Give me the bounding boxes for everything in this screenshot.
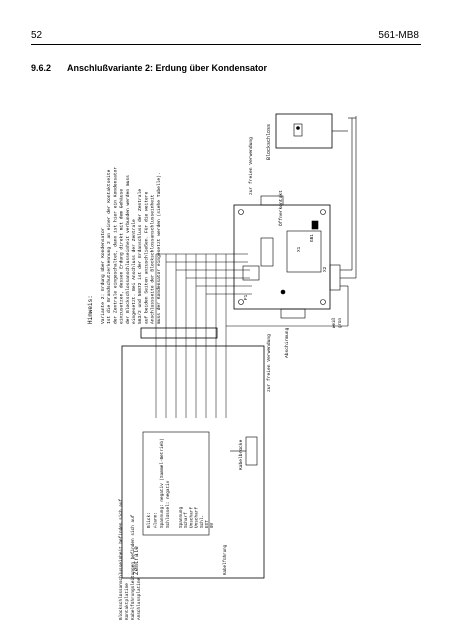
board-top-connector [260, 195, 284, 206]
board-screw-2 [238, 299, 244, 305]
zur-freien-bottom-label: zur freien Verwendung [266, 334, 272, 392]
blockschloss-keyhole [296, 126, 300, 130]
zentrale-line: Schlüssel: negativ [166, 480, 171, 528]
board-capacitor [311, 220, 319, 230]
zentrale-line: Spannung: negativ (Sammel-Betrieb) [160, 438, 165, 528]
board-mark-x2: X2 [323, 266, 328, 272]
footnote-line: Kontaktplatine [125, 583, 130, 620]
kabelbruecke-connector [245, 436, 258, 466]
zentrale-term: 0V [210, 522, 215, 528]
zentrale-term: Unscharf [189, 507, 194, 528]
board-screw-1 [238, 209, 244, 215]
cable-sleeve [140, 327, 218, 339]
section-heading: 9.6.2 Anschlußvariante 2: Erdung über Kon… [31, 63, 267, 73]
board-component-main [286, 230, 322, 273]
hinweis-line: einzusetzen, dessen Erdung direkt mit de… [119, 189, 125, 324]
zentrale-term: Schl. [200, 515, 205, 528]
zentrale-text-block: Blick:Alarm:Spannung: negativ (Sammel-Be… [147, 438, 171, 528]
board-right-connector [329, 264, 341, 291]
zentrale-line: Blick: [147, 512, 152, 528]
board-mark-gb1: GB1 [310, 234, 315, 242]
blockschloss-lock [293, 123, 303, 137]
board-screw-3 [320, 209, 326, 215]
page-number: 52 [31, 30, 43, 41]
hinweis-line: der Blockschlossanschlusseinheit verbund… [125, 175, 131, 324]
hinweis-line: Variante 2: Erdung über Kondensator [100, 227, 106, 324]
zur-freien-top-label: zur freien Verwendung [248, 137, 254, 195]
wire-label-gruen: grün [338, 317, 343, 328]
footnote-line: Blockschlossanschlusseinheit befinden si… [119, 498, 124, 620]
footnote-line: Kabelführungsleitungen befinden sich auf [131, 514, 136, 620]
zentrale-label: Zentrale [133, 546, 140, 575]
footnote-line: Anschlussplatine [137, 577, 142, 620]
blockschloss-box [275, 113, 333, 149]
wires-to-blockschloss [226, 116, 357, 327]
board-wiring [236, 253, 252, 295]
document-id: 561-MB8 [378, 30, 419, 41]
board-dip-switch [242, 265, 260, 281]
board-mark-f1: F1 [244, 294, 249, 300]
abschirmung-label: Abschirmung [284, 327, 290, 358]
board-component-relay [260, 237, 274, 267]
zentrale-term: Scharf [184, 512, 189, 528]
kabelbruecke-label: Kabelbrücke [238, 439, 244, 470]
zentrale-line: Alarm: [153, 512, 158, 528]
oeffner-label: Öffnerkontakt [277, 190, 284, 226]
blockschloss-label: Blockschloss [266, 124, 272, 160]
hinweis-line: eingesetzt. Bei Anschluss der Zentrale [131, 219, 137, 324]
kabelfuehrung-label: Kabelführung [223, 544, 228, 575]
header-rule [31, 44, 421, 45]
zentrale-term: EXT [205, 520, 210, 528]
zentrale-box [121, 345, 265, 579]
footnote-block: Blockschlossanschlusseinheit befinden si… [119, 498, 142, 620]
zentrale-term: Spannung [179, 507, 184, 528]
section-title: Anschlußvariante 2: Erdung über Kondensa… [67, 63, 268, 73]
cable-bundle [155, 253, 236, 418]
hinweis-title: Hinweis: [87, 295, 94, 324]
zentrale-terminal-box [142, 431, 210, 536]
board-bottom-connector [280, 308, 306, 319]
hinweis-line: auf beiden Seiten anzuschließen. Für die… [143, 191, 149, 324]
hinweis-line: muss der Kondensator eingesetzt werden (… [156, 172, 162, 324]
hinweis-line: 563/2 und 56872 ist der Erdanschluss der… [137, 189, 143, 324]
board-screw-4 [320, 299, 326, 305]
hinweis-line: der Zentrale eingeschaltet, dann ist hie… [112, 167, 118, 324]
wire-label-weiss: weiß [332, 317, 337, 328]
hinweis-line: Anschlussseite der Blockschlossanschluss… [150, 194, 156, 324]
board-mark-x1: X1 [297, 246, 302, 252]
zentrale-term: Unscharf [195, 507, 200, 528]
hinweis-line: Ist die Brandschutzerkennung 2 an einer … [106, 169, 112, 324]
section-number: 9.6.2 [31, 63, 52, 73]
board-led [280, 289, 286, 295]
